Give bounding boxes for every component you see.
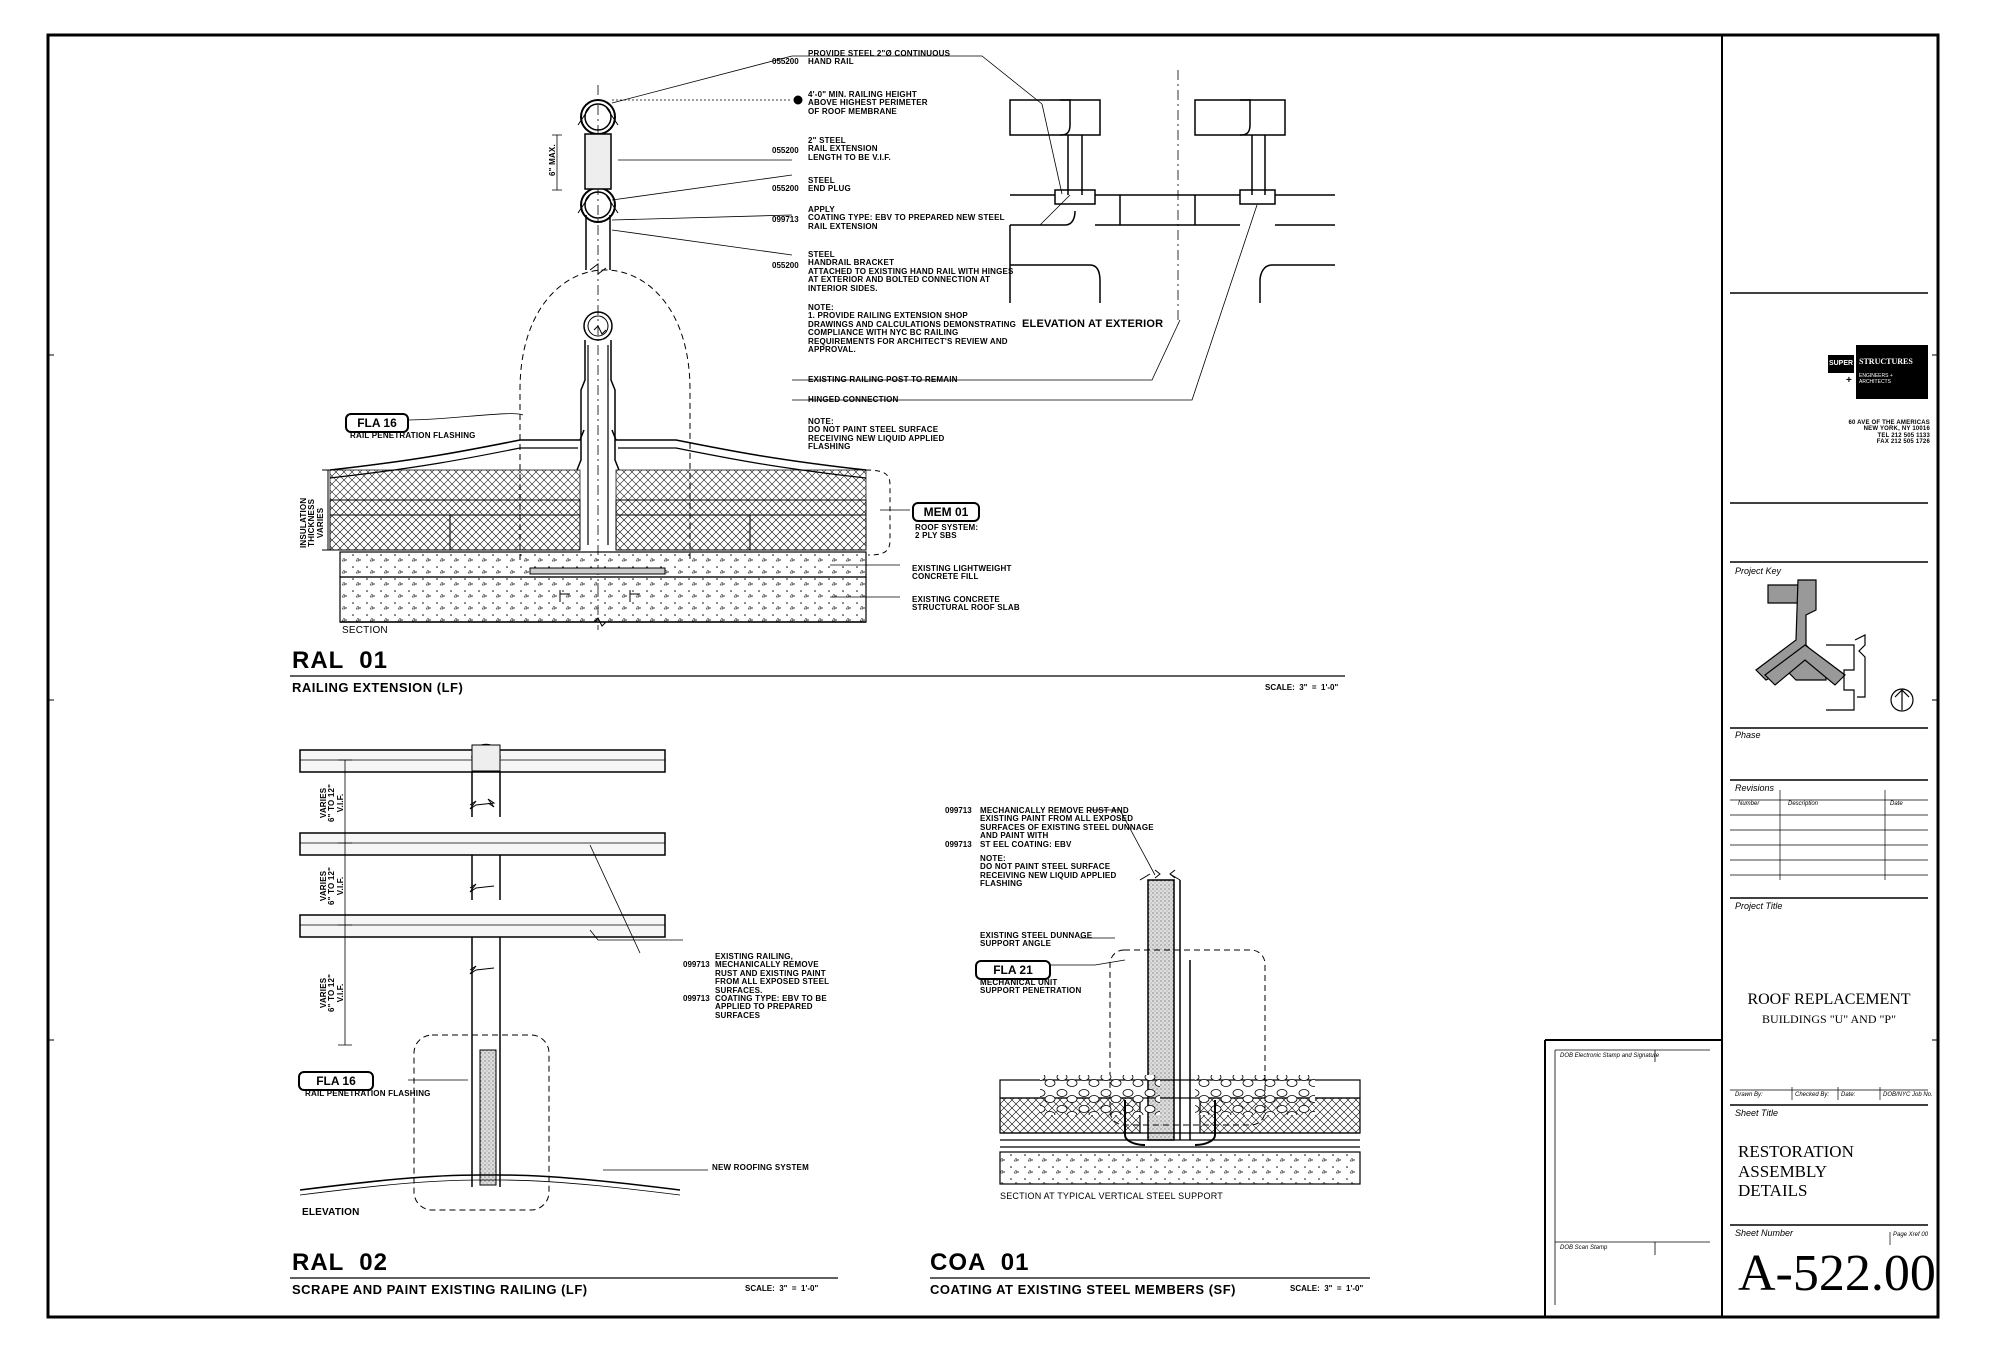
dob-scan-label: DOB Scan Stamp	[1560, 1245, 1608, 1251]
ral01-note-extension: 2" STEEL RAIL EXTENSION LENGTH TO BE V.I…	[808, 136, 891, 162]
sheet-number-label: Sheet Number	[1735, 1228, 1794, 1238]
rev-col-description: Description	[1788, 801, 1819, 807]
revisions-label: Revisions	[1735, 783, 1775, 793]
coa01-title: COA 01	[930, 1249, 1030, 1276]
meta-job-no: DOB/NYC Job No.	[1883, 1092, 1933, 1098]
ral02-elevation-label: ELEVATION	[302, 1207, 360, 1218]
ral01-code-end-plug: 055200	[772, 184, 799, 193]
firm-logo: SUPER STRUCTURES ENGINEERS + ARCHITECTS …	[1828, 345, 1928, 399]
ral01-concrete-slab-text: EXISTING CONCRETE STRUCTURAL ROOF SLAB	[912, 595, 1020, 613]
dob-stamp-label: DOB Electronic Stamp and Signature	[1560, 1053, 1660, 1059]
ral02-new-roofing: NEW ROOFING SYSTEM	[712, 1163, 809, 1172]
coa01-fla21-tag: FLA 21	[975, 960, 1051, 980]
ral01-note-existing-post: EXISTING RAILING POST TO REMAIN	[808, 375, 958, 384]
coa01-note-no-paint: NOTE: DO NOT PAINT STEEL SURFACE RECEIVI…	[980, 854, 1117, 889]
logo-sub-text: ENGINEERS + ARCHITECTS	[1859, 373, 1893, 385]
phase-label: Phase	[1735, 730, 1761, 740]
ral01-note-bracket: STEEL HANDRAIL BRACKET ATTACHED TO EXIST…	[808, 250, 1014, 293]
ral02-dim-1: VARIES 6" TO 12" V.I.F.	[319, 783, 345, 822]
ral02-title: RAL 02	[292, 1249, 388, 1276]
sheet-title: RESTORATION ASSEMBLY DETAILS	[1738, 1142, 1854, 1201]
ral01-code-bracket: 055200	[772, 261, 799, 270]
logo-left-text: SUPER	[1828, 355, 1854, 373]
ral02-subtitle: SCRAPE AND PAINT EXISTING RAILING (LF)	[292, 1282, 588, 1297]
meta-drawn-by: Drawn By:	[1735, 1092, 1763, 1098]
ral01-subtitle: RAILING EXTENSION (LF)	[292, 680, 464, 695]
ral02-fla16-tag: FLA 16	[298, 1071, 374, 1091]
ral01-note-rail: PROVIDE STEEL 2"Ø CONTINUOUS	[808, 49, 951, 58]
coa01-section-label: SECTION AT TYPICAL VERTICAL STEEL SUPPOR…	[1000, 1191, 1223, 1201]
ral01-note-rail-height: 4'-0" MIN. RAILING HEIGHT ABOVE HIGHEST …	[808, 90, 928, 116]
ral01-elevation-label: ELEVATION AT EXTERIOR	[1022, 318, 1164, 330]
ral02-scale: SCALE: 3" = 1'-0"	[745, 1284, 819, 1293]
project-subtitle: BUILDINGS "U" AND "P"	[1762, 1012, 1896, 1026]
project-title-label: Project Title	[1735, 901, 1783, 911]
coa01-subtitle: COATING AT EXISTING STEEL MEMBERS (SF)	[930, 1282, 1236, 1297]
coa01-notes: MECHANICALLY REMOVE RUST AND EXISTING PA…	[980, 806, 1154, 849]
ral01-note-no-paint: NOTE: DO NOT PAINT STEEL SURFACE RECEIVI…	[808, 417, 945, 452]
coa01-dunnage-text: EXISTING STEEL DUNNAGE SUPPORT ANGLE	[980, 931, 1093, 949]
ral01-code-hand-rail: 055200	[772, 57, 799, 66]
meta-date: Date:	[1841, 1092, 1856, 1098]
ral01-note-shop-drawings: NOTE: 1. PROVIDE RAILING EXTENSION SHOP …	[808, 303, 1017, 354]
project-title: ROOF REPLACEMENT	[1747, 991, 1911, 1008]
ral01-dim-max: 6" MAX.	[548, 144, 557, 176]
ral01-insulation-label: INSULATION THICKNESS VARIES	[299, 497, 325, 548]
ral01-mem01-text: ROOF SYSTEM: 2 PLY SBS	[915, 523, 979, 541]
ral01-code-coating: 099713	[772, 215, 799, 224]
rev-col-date: Date	[1890, 801, 1903, 807]
sheet-title-label: Sheet Title	[1735, 1108, 1778, 1118]
coa01-scale: SCALE: 3" = 1'-0"	[1290, 1284, 1364, 1293]
ral01-code-extension: 055200	[772, 146, 799, 155]
ral01-section-label: SECTION	[342, 625, 388, 636]
coa01-fla21-text: MECHANICAL UNIT SUPPORT PENETRATION	[980, 978, 1082, 996]
project-key-label: Project Key	[1735, 566, 1782, 576]
ral01-fla16-tag: FLA 16	[345, 413, 409, 433]
ral01-scale: SCALE: 3" = 1'-0"	[1265, 683, 1339, 692]
ral01-note-end-plug: STEEL END PLUG	[808, 176, 851, 194]
ral01-mem01-tag: MEM 01	[912, 502, 980, 522]
rev-col-number: Number	[1738, 801, 1760, 807]
logo-box: STRUCTURES ENGINEERS + ARCHITECTS	[1856, 345, 1928, 399]
page-xref-label: Page Xref 00	[1893, 1232, 1929, 1238]
meta-checked-by: Checked By:	[1795, 1092, 1830, 1098]
logo-right-text: STRUCTURES	[1859, 357, 1913, 366]
ral01-title: RAL 01	[292, 647, 388, 674]
ral02-dim-2: VARIES 6" TO 12" V.I.F.	[319, 866, 345, 905]
ral02-notes: EXISTING RAILING, MECHANICALLY REMOVE RU…	[715, 952, 830, 1020]
ral01-concrete-fill-text: EXISTING LIGHTWEIGHT CONCRETE FILL	[912, 564, 1012, 582]
firm-address: 60 AVE OF THE AMERICAS NEW YORK, NY 1001…	[1848, 420, 1930, 445]
ral01-fla16-text: RAIL PENETRATION FLASHING	[350, 431, 476, 440]
coa01-codes: 099713 099713	[945, 806, 972, 849]
logo-plus: +	[1846, 375, 1852, 386]
ral01-note-coating: APPLY COATING TYPE: EBV TO PREPARED NEW …	[808, 205, 1005, 231]
ral01-note-hand-rail: HAND RAIL	[808, 57, 854, 66]
ral01-note-hinged: HINGED CONNECTION	[808, 395, 899, 404]
sheet-number: A-522.00	[1738, 1245, 1936, 1302]
ral02-dim-3: VARIES 6" TO 12" V.I.F.	[319, 973, 345, 1012]
ral02-codes: 099713 099713	[683, 960, 710, 1003]
ral02-fla16-text: RAIL PENETRATION FLASHING	[305, 1089, 431, 1098]
